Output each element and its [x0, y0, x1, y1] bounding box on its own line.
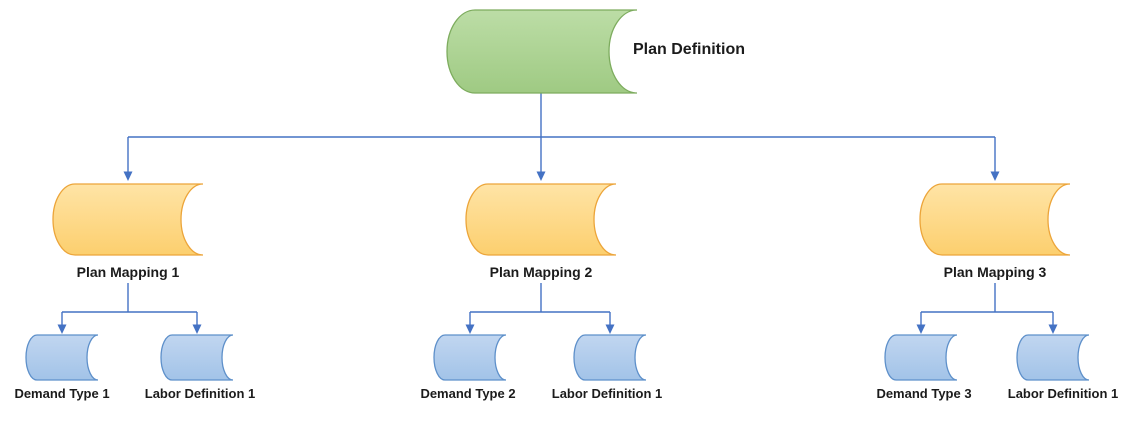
labor-definition-1-right-node: [1016, 334, 1090, 381]
connector-mapping1-to-children: [61, 283, 198, 325]
labor-definition-1-left-node: [160, 334, 234, 381]
arrowheads: [57, 171, 1058, 334]
connector-mapping3-to-children: [920, 283, 1054, 325]
demand-type-2-label: Demand Type 2: [420, 386, 516, 401]
connector-root-to-mappings: [127, 93, 996, 172]
plan-mapping-2-label: Plan Mapping 2: [489, 264, 593, 280]
demand-type-1-label: Demand Type 1: [14, 386, 110, 401]
plan-definition-node: [446, 9, 638, 94]
labor-definition-1-middle-label: Labor Definition 1: [551, 386, 663, 401]
arrowhead: [465, 324, 475, 334]
arrowhead: [990, 171, 1000, 181]
demand-type-3-label: Demand Type 3: [876, 386, 972, 401]
plan-mapping-1-node: [52, 183, 204, 256]
labor-definition-1-left-label: Labor Definition 1: [144, 386, 256, 401]
arrowhead: [192, 324, 202, 334]
arrowhead: [57, 324, 67, 334]
arrowhead: [605, 324, 615, 334]
plan-definition-label: Plan Definition: [633, 41, 745, 58]
demand-type-1-node: [25, 334, 99, 381]
demand-type-2-node: [433, 334, 507, 381]
nodes: [25, 9, 1090, 381]
labor-definition-1-right-label: Labor Definition 1: [1007, 386, 1119, 401]
plan-mapping-2-node: [465, 183, 617, 256]
arrowhead: [1048, 324, 1058, 334]
arrowhead: [536, 171, 546, 181]
plan-mapping-3-label: Plan Mapping 3: [943, 264, 1047, 280]
connector-mapping2-to-children: [469, 283, 611, 325]
labor-definition-1-middle-node: [573, 334, 647, 381]
plan-mapping-3-node: [919, 183, 1071, 256]
arrowhead: [123, 171, 133, 181]
arrowhead: [916, 324, 926, 334]
connectors: [57, 93, 1058, 334]
demand-type-3-node: [884, 334, 958, 381]
plan-mapping-1-label: Plan Mapping 1: [76, 264, 180, 280]
